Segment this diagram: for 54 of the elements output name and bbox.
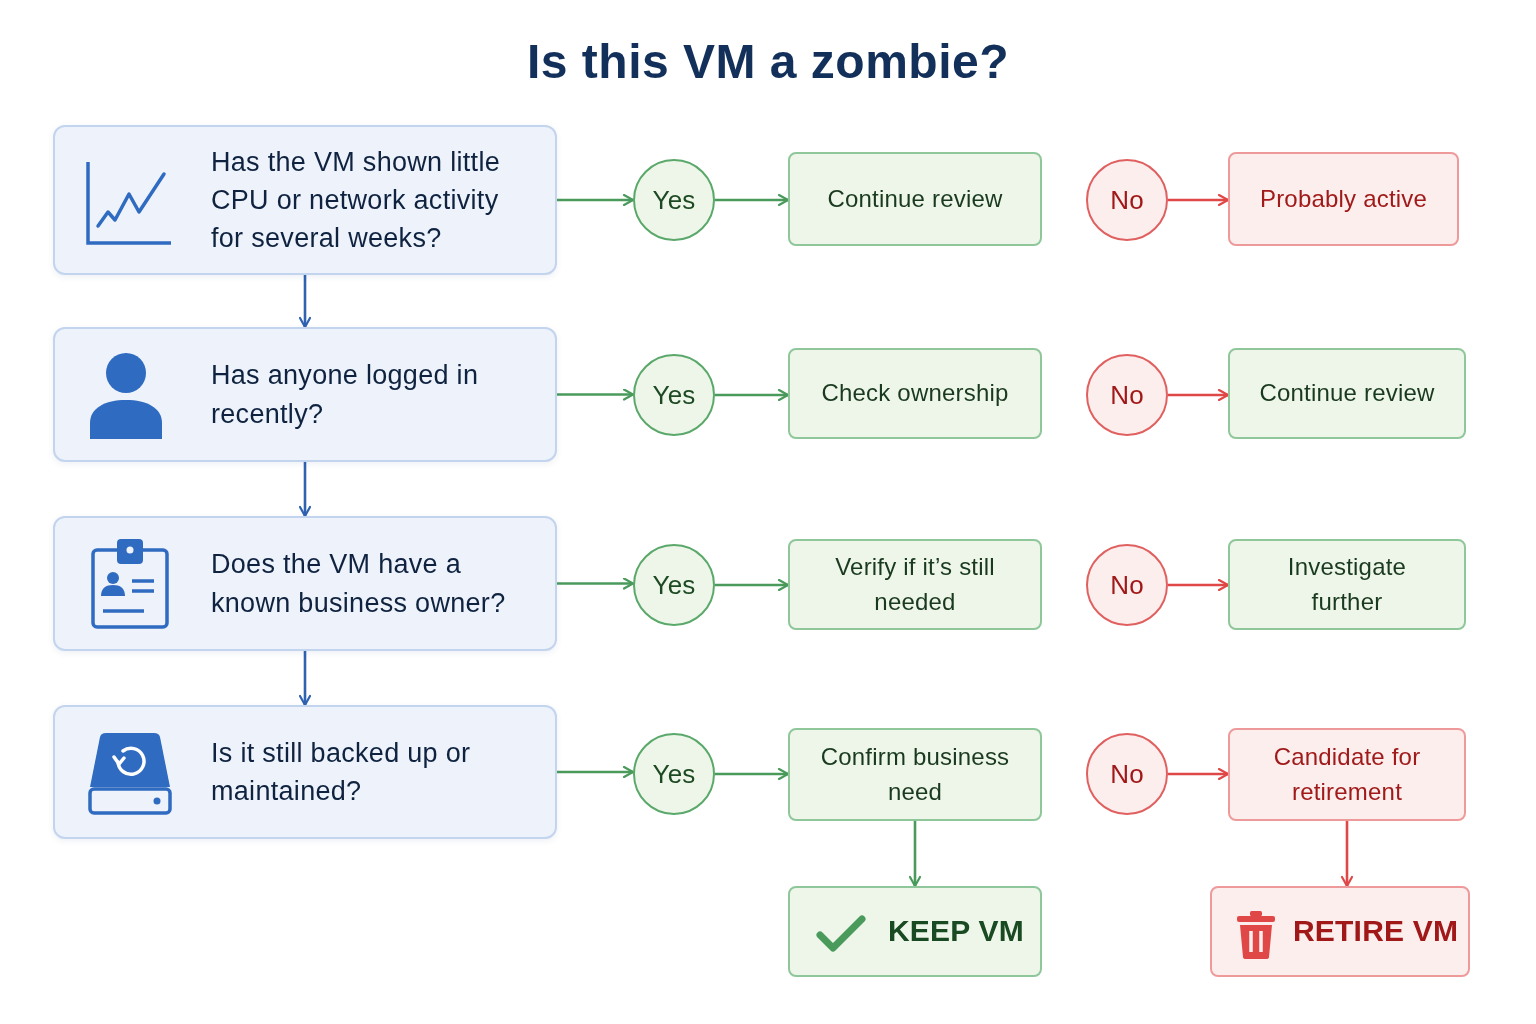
node-label: Has the VM shown little CPU or network activity for several weeks? bbox=[211, 145, 501, 256]
question-box bbox=[53, 327, 557, 462]
outcome-box bbox=[788, 152, 1042, 246]
arrow bbox=[298, 651, 312, 707]
question-box bbox=[53, 516, 557, 651]
arrow bbox=[557, 193, 635, 207]
node-label: Probably active bbox=[1259, 183, 1428, 214]
outcome-box bbox=[788, 348, 1042, 439]
node-label: Check ownership bbox=[821, 378, 1009, 409]
decision-box bbox=[1210, 886, 1470, 977]
arrow bbox=[1340, 821, 1354, 888]
arrow bbox=[298, 462, 312, 518]
node-label: Is it still backed up or maintained? bbox=[211, 736, 472, 808]
question-box bbox=[53, 125, 557, 275]
node-label: No bbox=[1110, 757, 1144, 791]
node-label: Investigate further bbox=[1286, 552, 1408, 617]
node-label: Yes bbox=[652, 568, 696, 602]
diagram-title: Is this VM a zombie? bbox=[525, 34, 1011, 89]
arrow bbox=[298, 275, 312, 329]
outcome-box bbox=[1228, 348, 1466, 439]
node-label: No bbox=[1110, 568, 1144, 602]
node-label: Does the VM have a known business owner? bbox=[211, 548, 507, 620]
arrow bbox=[715, 767, 790, 781]
node-label: Verify if it’s still needed bbox=[834, 552, 996, 617]
outcome-box bbox=[788, 539, 1042, 630]
node-label: No bbox=[1110, 378, 1144, 412]
arrow bbox=[715, 388, 790, 402]
node-label: Confirm business need bbox=[819, 742, 1011, 807]
node-label: Yes bbox=[652, 183, 696, 217]
node-label: Continue review bbox=[827, 183, 1003, 214]
outcome-box bbox=[788, 728, 1042, 821]
arrow bbox=[1168, 388, 1230, 402]
outcome-box bbox=[1228, 539, 1466, 630]
node-label: Continue review bbox=[1259, 378, 1435, 409]
outcome-box bbox=[1228, 728, 1466, 821]
outcome-box bbox=[1228, 152, 1459, 246]
node-label: KEEP VM bbox=[888, 913, 1024, 950]
node-label: Yes bbox=[652, 378, 696, 412]
arrow bbox=[557, 388, 635, 401]
arrow bbox=[1168, 767, 1230, 781]
arrow bbox=[908, 821, 922, 888]
decision-box bbox=[788, 886, 1042, 977]
arrow bbox=[1168, 193, 1230, 207]
arrow bbox=[715, 193, 790, 207]
arrow bbox=[715, 578, 790, 592]
node-label: RETIRE VM bbox=[1293, 913, 1459, 950]
node-label: Has anyone logged in recently? bbox=[211, 359, 480, 431]
arrow bbox=[1168, 578, 1230, 592]
question-box bbox=[53, 705, 557, 839]
arrow bbox=[557, 577, 635, 590]
node-label: Yes bbox=[652, 757, 696, 791]
node-label: Candidate for retirement bbox=[1272, 742, 1422, 807]
node-label: No bbox=[1110, 183, 1144, 217]
arrow bbox=[557, 765, 635, 779]
